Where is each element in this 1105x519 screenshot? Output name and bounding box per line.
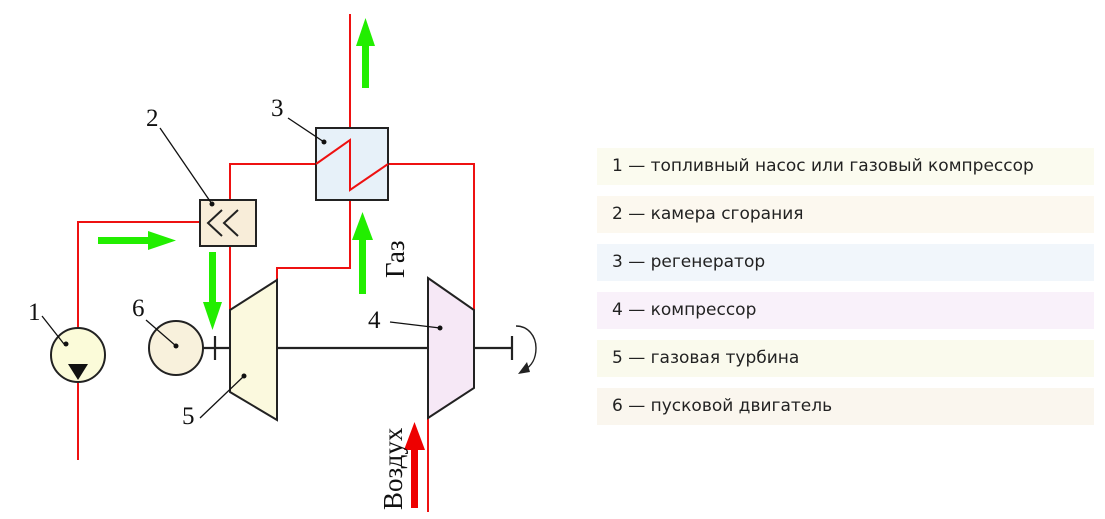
pipes (77, 14, 475, 512)
legend-item-5: 5 — газовая турбина (597, 340, 1094, 377)
chamber-to-regenerator-pipe (229, 163, 316, 200)
flow-arrows (98, 18, 375, 330)
air-arrow (404, 422, 425, 508)
label-5: 5 (182, 403, 195, 430)
label-4: 4 (368, 307, 381, 334)
air-label: Воздух (378, 427, 408, 510)
legend-item-4: 4 — компрессор (597, 292, 1094, 329)
flow-arrow-down (203, 252, 222, 330)
label-3: 3 (271, 95, 284, 122)
flow-arrow-right (98, 231, 176, 250)
gas-label: Газ (380, 240, 410, 278)
shaft (202, 325, 537, 374)
legend-item-6: 6 — пусковой двигатель (597, 388, 1094, 425)
combustion-chamber (199, 199, 257, 247)
scheme-diagram: 1 2 3 4 5 6 Газ Воздух (28, 14, 537, 512)
gas-turbine (229, 278, 278, 422)
turbine-to-regenerator-pipe (276, 200, 351, 282)
compressor (427, 276, 475, 420)
flow-arrow-up-gas (352, 212, 373, 294)
rotation-arrow (515, 325, 537, 371)
label-2: 2 (146, 105, 159, 132)
legend-item-1: 1 — топливный насос или газовый компресс… (597, 148, 1094, 185)
legend: 1 — топливный насос или газовый компресс… (597, 148, 1094, 436)
leader-lines (41, 117, 441, 419)
regenerator-to-compressor-pipe (388, 163, 475, 310)
label-1: 1 (28, 299, 41, 326)
label-6: 6 (132, 295, 145, 322)
regenerator (315, 127, 389, 201)
fuel-pump (50, 327, 106, 383)
legend-item-3: 3 — регенератор (597, 244, 1094, 281)
legend-item-2: 2 — камера сгорания (597, 196, 1094, 233)
flow-arrow-up-exhaust (356, 18, 375, 88)
